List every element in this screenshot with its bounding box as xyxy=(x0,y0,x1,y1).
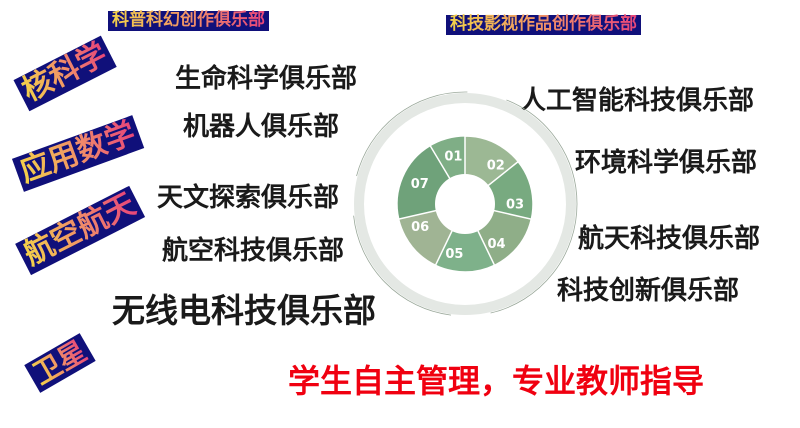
tag-tech-film: 科技影视作品创作俱乐部 xyxy=(446,14,641,35)
petal-label: 05 xyxy=(445,247,463,262)
club-ai-tech: 人工智能科技俱乐部 xyxy=(520,86,755,116)
club-tech-innovation: 科技创新俱乐部 xyxy=(557,276,740,306)
petal-label: 06 xyxy=(411,220,429,235)
petal-label: 02 xyxy=(487,159,505,174)
club-life-science: 生命科学俱乐部 xyxy=(175,64,358,94)
tag-text: 科技影视作品创作俱乐部 xyxy=(450,14,637,34)
petal-label: 04 xyxy=(488,237,506,252)
club-astronomy: 天文探索俱乐部 xyxy=(157,183,340,213)
club-radio-tech: 无线电科技俱乐部 xyxy=(112,291,376,330)
petal-label: 01 xyxy=(444,149,462,164)
club-environmental-science: 环境科学俱乐部 xyxy=(575,148,758,178)
club-aviation-tech: 航空科技俱乐部 xyxy=(162,236,345,266)
club-robotics: 机器人俱乐部 xyxy=(183,112,340,142)
petal-label: 07 xyxy=(411,177,429,192)
tag-text: 科普科幻创作俱乐部 xyxy=(112,10,265,30)
tag-scifi-creation: 科普科幻创作俱乐部 xyxy=(108,10,269,31)
club-space-tech: 航天科技俱乐部 xyxy=(578,224,761,254)
outer-ring xyxy=(354,93,576,315)
slogan: 学生自主管理，专业教师指导 xyxy=(288,362,705,400)
petal-label: 03 xyxy=(506,198,524,213)
center-hole xyxy=(435,174,495,234)
ring-arrow-track xyxy=(352,91,578,317)
